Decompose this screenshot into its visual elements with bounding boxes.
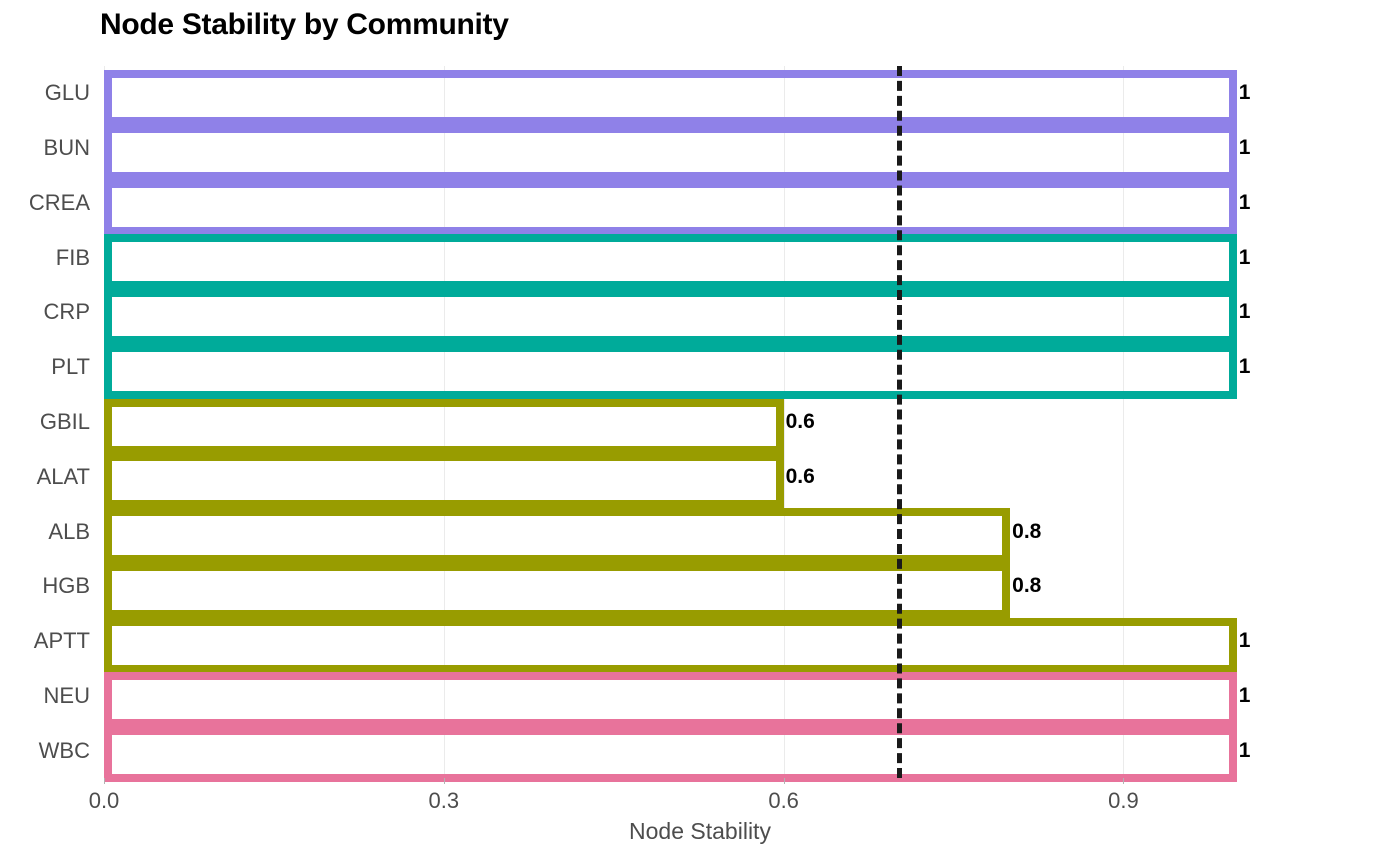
x-tick-label-0.3: 0.3: [428, 788, 460, 813]
bar-row[interactable]: 0.8: [104, 559, 1350, 618]
gridline-x-0.9: [1123, 66, 1125, 778]
bar-bun[interactable]: [104, 124, 1237, 180]
bar-row[interactable]: 1: [104, 285, 1350, 345]
bar-row[interactable]: 1: [104, 340, 1350, 399]
bar-row[interactable]: 1: [104, 668, 1350, 728]
bar-value-label-plt: 1: [1238, 355, 1251, 379]
y-axis: GLU BUN CREA FIB CRP PLT GBIL ALAT ALB HGB APTT NEU…: [0, 66, 1400, 778]
x-tick-mark-0.0: [104, 778, 105, 784]
gridline-x-0.3: [443, 66, 445, 778]
bar-glu[interactable]: [104, 70, 1237, 125]
bar-value-label-neu: 1: [1238, 683, 1251, 707]
bar-row[interactable]: 1: [104, 66, 1350, 125]
x-tick-mark-0.6: [783, 778, 785, 784]
x-axis: 0.0 0.3 0.6 0.9: [89, 778, 1350, 838]
bar-row[interactable]: 1: [104, 121, 1350, 180]
bar-neu[interactable]: [104, 672, 1237, 728]
bar-value-label-wbc: 1: [1238, 738, 1251, 762]
y-axis-label-aptt: APTT: [33, 628, 90, 654]
bar-value-label-bun: 1: [1238, 136, 1251, 160]
y-axis-label-crea: CREA: [28, 189, 90, 215]
bar-row[interactable]: 1: [104, 176, 1350, 235]
bar-alb[interactable]: [104, 508, 1011, 564]
bar-crea[interactable]: [104, 179, 1237, 235]
bar-alat[interactable]: [104, 453, 784, 509]
chart-title: Node Stability by Community: [100, 8, 509, 41]
x-tick-label-0.9: 0.9: [1108, 788, 1139, 813]
bar-value-label-crea: 1: [1238, 190, 1251, 214]
bar-crp[interactable]: [104, 289, 1237, 345]
y-axis-label-gbil: GBIL: [39, 409, 90, 434]
y-axis-label-plt: PLT: [51, 354, 90, 380]
x-tick-label-0.6: 0.6: [768, 788, 799, 813]
bar-value-label-gbil: 0.6: [785, 410, 815, 433]
threshold-dashed-line: [896, 66, 902, 778]
bar-plt[interactable]: [104, 343, 1237, 399]
plot-panel: 1 1 1 1 1 1 0.6 0.6 0.8 0.8 1 1 1: [104, 66, 1350, 783]
bar-value-label-fib: 1: [1238, 245, 1251, 269]
bar-gbil[interactable]: [104, 398, 784, 454]
bar-value-label-glu: 1: [1238, 81, 1251, 105]
bar-value-label-crp: 1: [1238, 300, 1251, 324]
bar-value-label-alat: 0.6: [785, 464, 815, 488]
bar-row[interactable]: 1: [104, 723, 1350, 783]
bar-row[interactable]: 0.6: [104, 395, 1350, 454]
bar-fib[interactable]: [104, 234, 1237, 290]
bar-value-label-hgb: 0.8: [1012, 574, 1042, 598]
bar-hgb[interactable]: [104, 562, 1011, 618]
x-tick-label-0.0: 0.0: [88, 788, 120, 813]
y-axis-label-crp: CRP: [43, 299, 90, 325]
y-axis-label-wbc: WBC: [38, 737, 90, 763]
gridline-x-0.6: [783, 66, 785, 778]
bar-value-label-aptt: 1: [1238, 629, 1251, 653]
bar-row[interactable]: 0.8: [104, 504, 1350, 564]
x-tick-mark-0.3: [443, 778, 445, 784]
bar-row[interactable]: 1: [104, 614, 1350, 673]
y-axis-label-alat: ALAT: [36, 463, 90, 489]
bar-wbc[interactable]: [104, 727, 1237, 783]
y-axis-label-fib: FIB: [55, 244, 90, 270]
x-axis-title: Node Stability: [629, 818, 771, 844]
y-axis-label-alb: ALB: [48, 518, 90, 544]
x-tick-mark-0.9: [1123, 778, 1125, 784]
y-axis-label-neu: NEU: [43, 682, 90, 708]
y-axis-label-bun: BUN: [43, 135, 90, 161]
y-axis-label-hgb: HGB: [42, 573, 90, 599]
bar-value-label-alb: 0.8: [1012, 519, 1042, 543]
bar-aptt[interactable]: [104, 617, 1237, 673]
bar-row[interactable]: 1: [104, 230, 1350, 290]
bar-row[interactable]: 0.6: [104, 449, 1350, 509]
y-axis-label-glu: GLU: [44, 80, 90, 106]
